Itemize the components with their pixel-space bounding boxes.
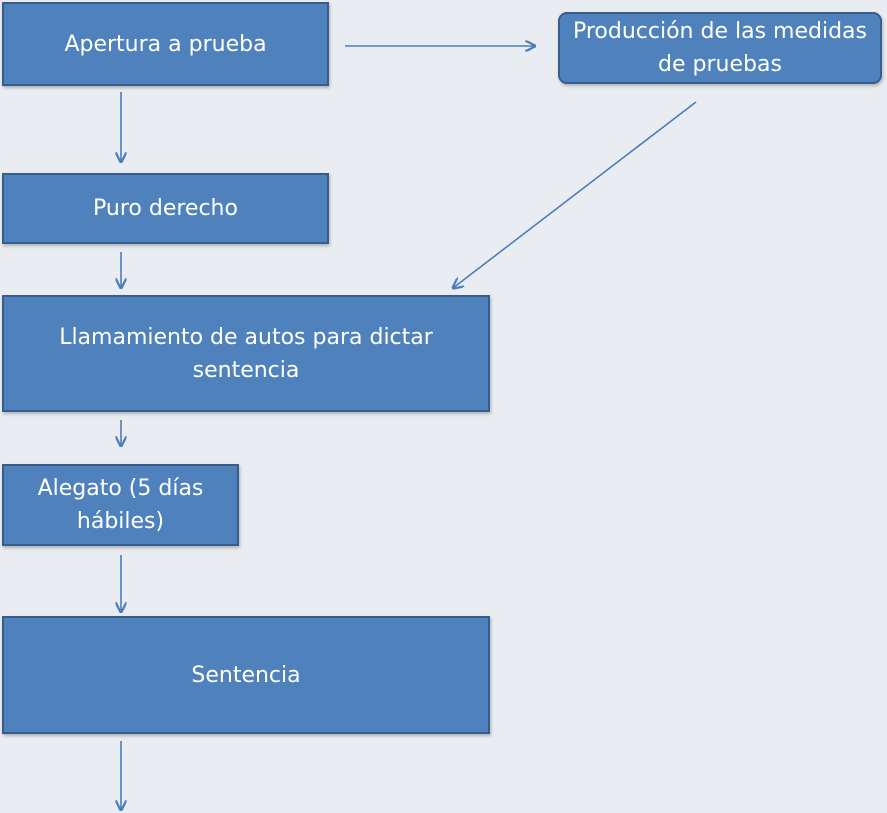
node-label: Puro derecho (93, 196, 238, 221)
node-apertura-a-prueba: Apertura a prueba (2, 2, 329, 86)
node-label: Producción de las medidas de pruebas (572, 19, 867, 77)
node-label: Sentencia (191, 662, 301, 688)
node-produccion-de-pruebas: Producción de las medidas de pruebas (558, 12, 882, 84)
node-label: Llamamiento de autos para dictar sentenc… (59, 324, 433, 383)
node-puro-derecho: Puro derecho (2, 173, 329, 244)
node-sentencia: Sentencia (2, 616, 490, 734)
node-llamamiento-de-autos: Llamamiento de autos para dictar sentenc… (2, 295, 490, 412)
node-label: Alegato (5 días hábiles) (37, 476, 204, 534)
arrow-produccion-to-llamamiento (453, 101, 697, 288)
node-label: Apertura a prueba (64, 31, 267, 57)
node-alegato: Alegato (5 días hábiles) (2, 464, 239, 546)
